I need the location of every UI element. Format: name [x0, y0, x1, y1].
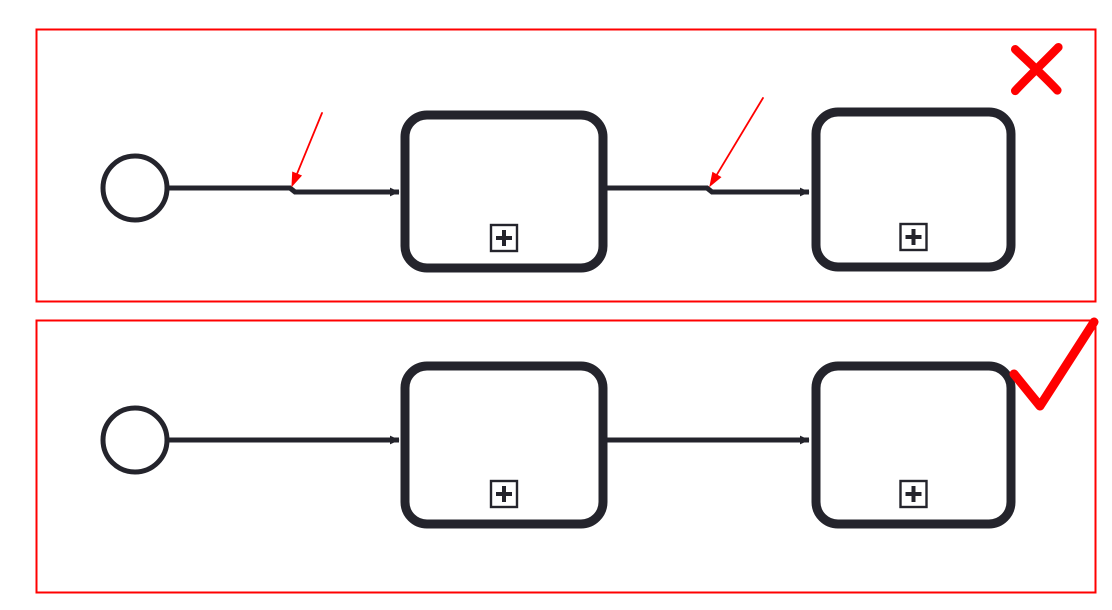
subprocess-task-2[interactable]	[811, 107, 1016, 272]
x-mark-stroke-b	[1010, 42, 1063, 96]
check-mark-stroke	[1009, 317, 1099, 411]
x-mark-icon	[1010, 42, 1063, 96]
plus-marker-icon	[489, 479, 519, 509]
start-event[interactable]	[100, 153, 170, 223]
plus-marker-glyph	[496, 230, 512, 246]
sequence-flow	[167, 185, 400, 197]
plus-marker-glyph	[905, 486, 922, 502]
check-mark-icon	[1009, 317, 1099, 411]
subprocess-task-1[interactable]	[400, 110, 608, 273]
start-event[interactable]	[100, 405, 170, 475]
plus-marker-glyph	[496, 486, 512, 502]
plus-marker-icon	[489, 223, 519, 253]
callout-arrow-2	[709, 97, 764, 188]
plus-marker-icon	[899, 479, 928, 509]
panel-border	[35, 319, 1097, 594]
correct-example-panel	[35, 317, 1099, 594]
callout-arrow-shaft	[713, 97, 764, 180]
subprocess-task-2[interactable]	[811, 361, 1016, 529]
callout-arrow-shaft	[294, 112, 323, 179]
sequence-flow	[606, 185, 810, 197]
incorrect-example-panel	[35, 28, 1097, 303]
subprocess-task-1[interactable]	[400, 361, 608, 529]
plus-marker-glyph	[905, 229, 922, 245]
panel-border	[35, 28, 1097, 303]
callout-arrow-head	[709, 171, 722, 188]
callout-arrow-1	[291, 112, 323, 188]
plus-marker-icon	[899, 222, 928, 252]
callout-arrow-head	[291, 171, 303, 188]
